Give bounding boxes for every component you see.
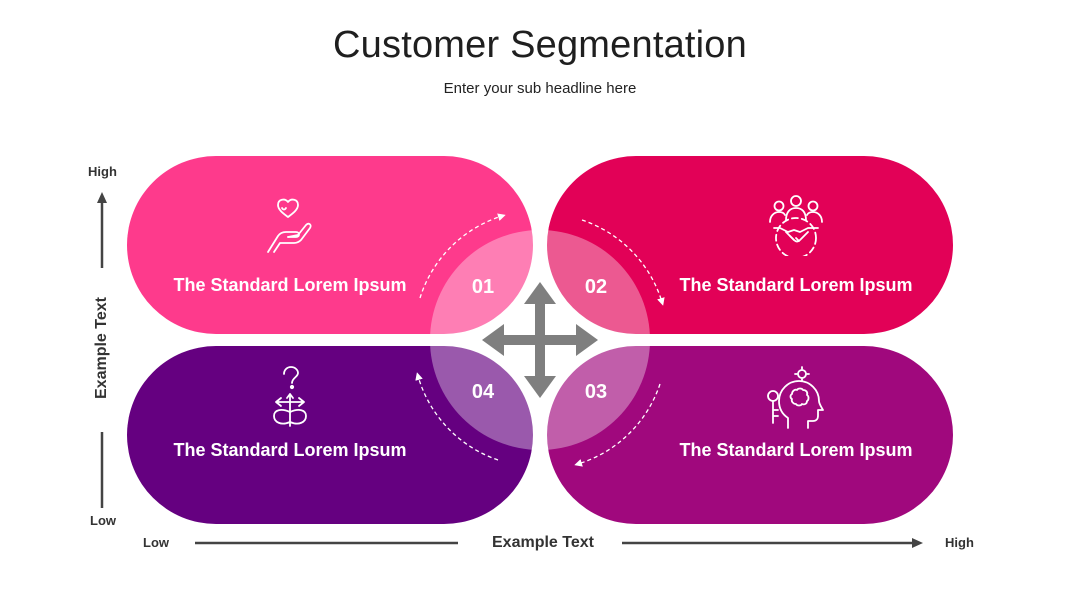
quadrant-label: The Standard Lorem Ipsum — [173, 275, 407, 295]
quadrant-01: The Standard Lorem Ipsum — [127, 156, 533, 334]
decision-question-icon — [273, 366, 307, 427]
page-title: Customer Segmentation — [333, 24, 747, 66]
quadrant-label: The Standard Lorem Ipsum — [173, 440, 407, 460]
x-axis-title: Example Text — [492, 534, 594, 551]
quadrant-04: The Standard Lorem Ipsum — [127, 346, 533, 524]
head-gear-key-icon — [767, 366, 824, 429]
y-axis-high-label: High — [88, 164, 117, 179]
quadrant-number-01: 01 — [471, 276, 495, 298]
quadrant-label: The Standard Lorem Ipsum — [679, 275, 913, 295]
quadrant-label: The Standard Lorem Ipsum — [679, 440, 913, 460]
x-axis-low-label: Low — [143, 535, 169, 550]
y-axis-title: Example Text — [93, 297, 110, 399]
team-handshake-icon — [769, 195, 823, 256]
quadrant-number-04: 04 — [471, 381, 495, 403]
quadrant-02: The Standard Lorem Ipsum — [547, 156, 953, 334]
quadrant-number-03: 03 — [584, 381, 608, 403]
quadrant-03: The Standard Lorem Ipsum — [547, 346, 953, 524]
x-axis-high-label: High — [945, 535, 974, 550]
quadrant-number-02: 02 — [584, 276, 608, 298]
heart-hand-icon — [267, 198, 312, 253]
page-subtitle: Enter your sub headline here — [443, 80, 637, 97]
y-axis-low-label: Low — [90, 513, 116, 528]
